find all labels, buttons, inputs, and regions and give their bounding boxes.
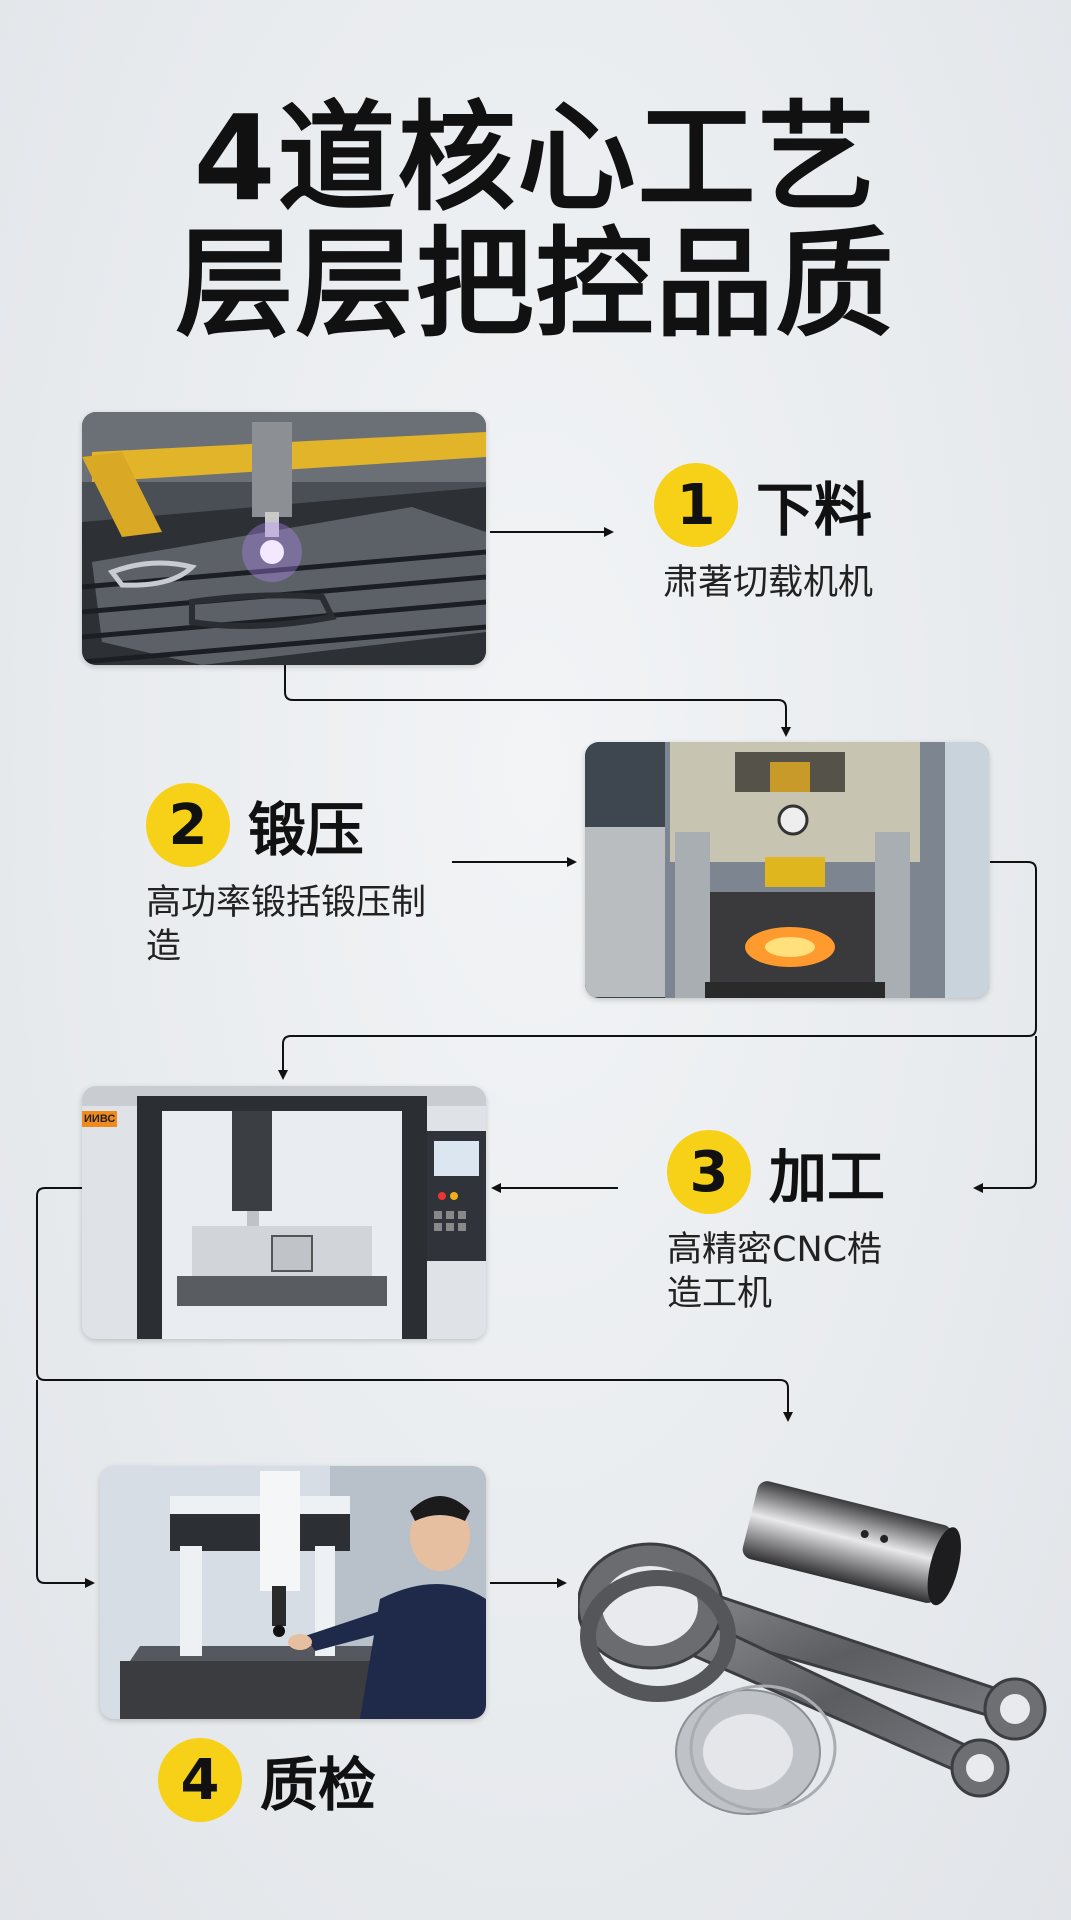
step-3-description: 高精密CNC梏造工机 <box>667 1230 883 1314</box>
step-2: 2 锻压 高功率锻括锻压制造 <box>146 783 436 969</box>
step-3: 3 加工 高精密CNC梏造工机 <box>667 1130 917 1316</box>
laser-cutting-machine-photo <box>82 412 486 665</box>
step-2-description: 高功率锻括锻压制造 <box>146 883 427 967</box>
step-2-badge: 2 <box>146 783 230 867</box>
step-4-title: 质检 <box>260 1751 377 1819</box>
title-line-1: 4道核心工艺 <box>193 89 878 227</box>
title-line-2: 层层把控品质 <box>175 215 896 353</box>
forging-press-photo <box>585 742 989 998</box>
step-1-title: 下料 <box>756 476 873 544</box>
arrow-down-to-step3 <box>973 1036 1037 1193</box>
cnc-machine-photo: ИИВС <box>82 1086 486 1339</box>
cnc-brand-label: ИИВС <box>84 1113 116 1125</box>
step-1: 1 下料 肃著切载机机 <box>654 463 873 605</box>
step-3-badge: 3 <box>667 1130 751 1214</box>
step-3-title: 加工 <box>769 1143 886 1211</box>
step-1-description: 肃著切载机机 <box>663 563 874 603</box>
step-2-title: 锻压 <box>248 796 365 864</box>
step-1-badge: 1 <box>654 463 738 547</box>
arrow-cnc-to-inspection <box>36 1380 95 1588</box>
connecting-rod-product-photo <box>578 1466 1058 1822</box>
page-title: 4道核心工艺 层层把控品质 <box>0 95 1071 347</box>
step-4-badge: 4 <box>158 1738 242 1822</box>
step-4: 4 质检 <box>158 1738 376 1822</box>
cmm-inspection-photo <box>100 1466 486 1719</box>
arrow-step1-to-photo2 <box>284 665 791 737</box>
